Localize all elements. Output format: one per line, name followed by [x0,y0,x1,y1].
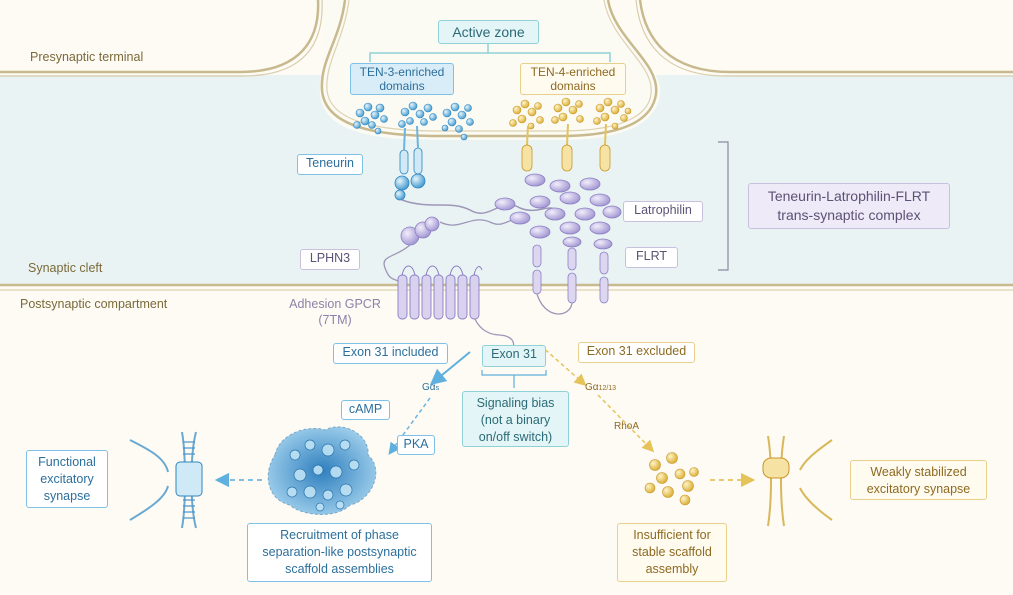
gpcr-label: Adhesion GPCR (7TM) [289,297,381,327]
signaling-bias-label: Signaling bias (not a binary on/off swit… [462,391,569,447]
ten4-label: TEN-4-enriched domains [520,63,626,95]
sparse-gold-beads [644,452,699,506]
complex-label: Teneurin-Latrophilin-FLRT trans-synaptic… [748,183,950,229]
weak-synapse-label: Weakly stabilized excitatory synapse [850,460,987,500]
latrophilin-domains [494,173,622,250]
ga1213-label: Gα12/13 [585,382,617,393]
lphn3-domains [400,216,440,246]
bouton-membrane [320,0,658,138]
functional-synapse-ladder [183,441,195,519]
region-presynaptic: Presynaptic terminal [30,50,144,64]
teneurin-gold [521,123,611,172]
recruitment-label: Recruitment of phase separation-like pos… [247,523,432,582]
ten4-cluster-1 [509,99,544,130]
gpcr-7tm [397,274,480,320]
rhoa-label: RhoA [614,421,640,432]
presynaptic-membrane-right [638,0,1013,74]
teneurin-label: Teneurin [297,154,363,175]
exon31-label: Exon 31 [482,345,546,367]
active-zone-bracket [369,52,611,62]
complex-bracket [718,141,729,271]
ten4-cluster-2 [551,97,584,124]
flrt-stalks [532,244,609,304]
arrow-ga1213 [597,394,655,453]
functional-junction [175,461,203,497]
cluster-beads [286,439,360,512]
ten3-label: TEN-3-enriched domains [350,63,454,95]
exon-included-label: Exon 31 included [333,343,448,364]
ten3-cluster-3 [441,102,474,141]
insufficient-label: Insufficient for stable scaffold assembl… [617,523,727,582]
functional-synapse-label: Functional excitatory synapse [26,450,108,508]
weak-junction [762,457,790,479]
presynaptic-bouton [318,0,661,140]
exon-excluded-label: Exon 31 excluded [578,342,695,363]
pka-label: PKA [397,435,435,455]
region-cleft: Synaptic cleft [28,261,103,275]
teneurin-blue [394,125,426,201]
ten4-cluster-3 [593,97,632,130]
latrophilin-label: Latrophilin [623,201,703,222]
arrow-exon-included [429,351,471,386]
presynaptic-membrane-left [0,0,320,74]
gas-label: Gαs [422,382,440,393]
camp-label: cAMP [341,400,390,420]
ten3-cluster-1 [353,102,388,135]
arrow-exon-excluded [539,344,587,386]
flrt-label: FLRT [625,247,678,268]
ten3-cluster-2 [398,101,437,128]
weak-synapse-drawing [767,435,833,527]
linker-1 [401,199,561,215]
active-zone-label: Active zone [438,20,539,44]
arrow-gas [388,397,431,455]
region-postsynaptic: Postsynaptic compartment [20,297,168,311]
lphn3-label: LPHN3 [300,249,360,270]
